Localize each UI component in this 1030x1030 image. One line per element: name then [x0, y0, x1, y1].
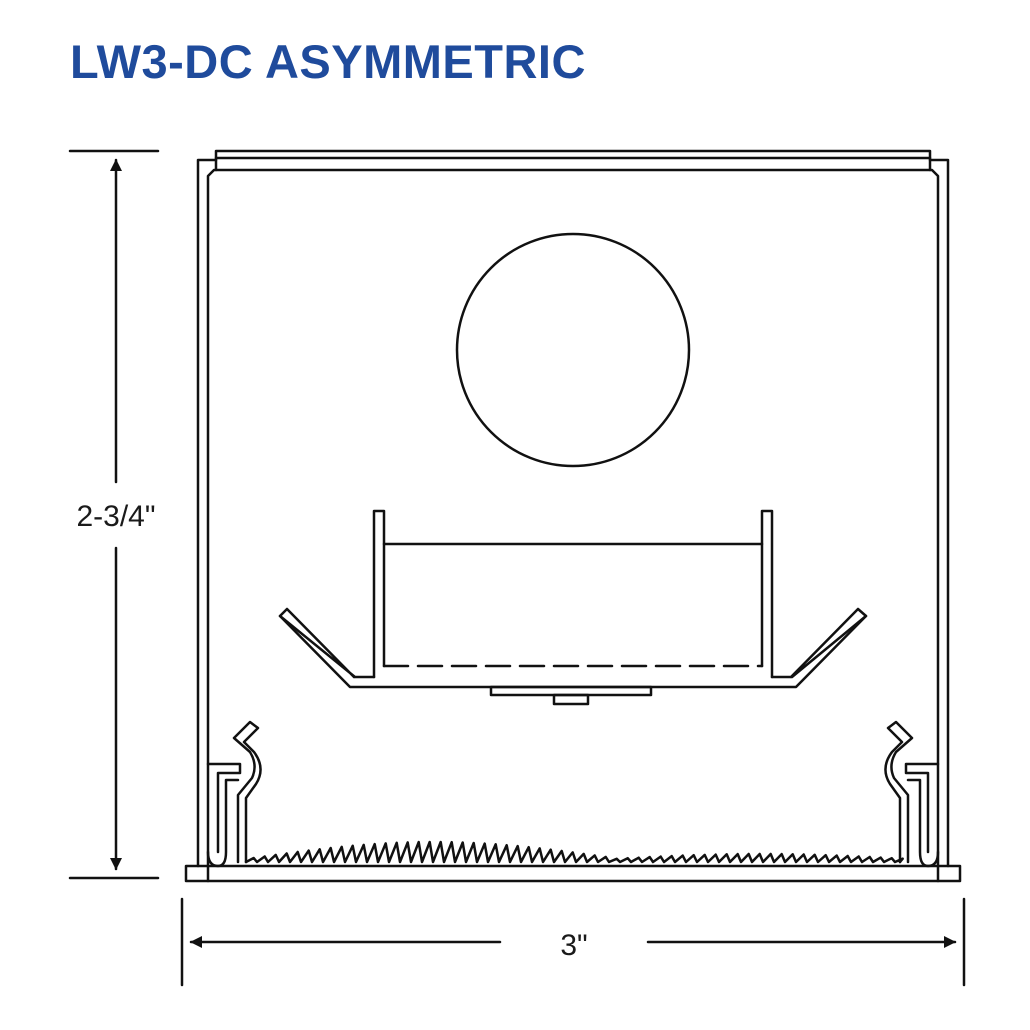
right-outer-wall — [928, 158, 950, 868]
left-reflector-wing — [278, 607, 376, 679]
optic-lens-circle — [455, 232, 691, 468]
width-dimension: 3" — [180, 897, 966, 987]
led-carrier — [278, 509, 868, 706]
height-dimension: 2-3/4" — [68, 149, 160, 880]
width-label: 3" — [560, 929, 587, 962]
page-title: LW3-DC ASYMMETRIC — [70, 35, 586, 88]
top-cap — [214, 149, 932, 172]
left-outer-wall — [196, 158, 218, 868]
mounting-stud — [552, 693, 590, 706]
left-snap-clip — [206, 720, 262, 868]
housing — [184, 149, 962, 883]
height-label: 2-3/4" — [76, 500, 155, 533]
right-reflector-wing — [770, 607, 868, 679]
inner-shell — [206, 168, 940, 868]
prismatic-diffuser — [244, 840, 904, 864]
base-strip — [184, 864, 962, 883]
right-snap-clip — [884, 720, 940, 868]
